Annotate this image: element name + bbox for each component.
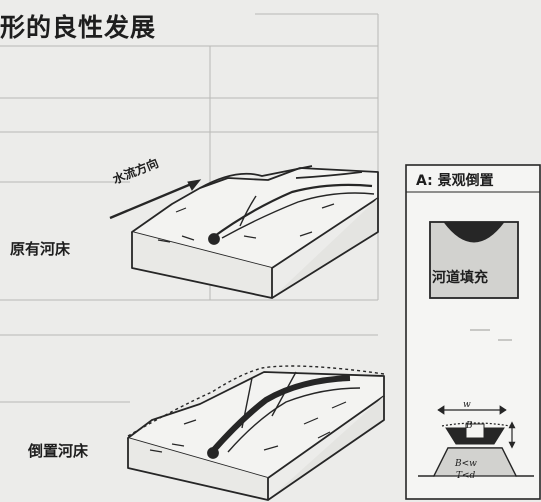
b-width-label: B <box>466 421 473 431</box>
background-table-lines <box>0 13 379 403</box>
inverted-riverbed-block <box>127 365 385 501</box>
condition-t-less-d: T<d <box>456 471 476 481</box>
inverted-riverbed-label: 倒置河床 <box>28 442 89 460</box>
original-riverbed-block <box>131 165 379 299</box>
page-heading: 形的良性发展 <box>0 13 157 42</box>
condition-b-less-w: B<w <box>455 459 477 469</box>
panel-a <box>405 164 541 500</box>
w-width-label: w <box>463 400 471 410</box>
panel-a-title: A: 景观倒置 <box>416 173 494 189</box>
channel-fill-label: 河道填充 <box>432 270 488 286</box>
original-riverbed-label: 原有河床 <box>10 240 71 258</box>
flow-direction-arrow <box>109 179 202 220</box>
